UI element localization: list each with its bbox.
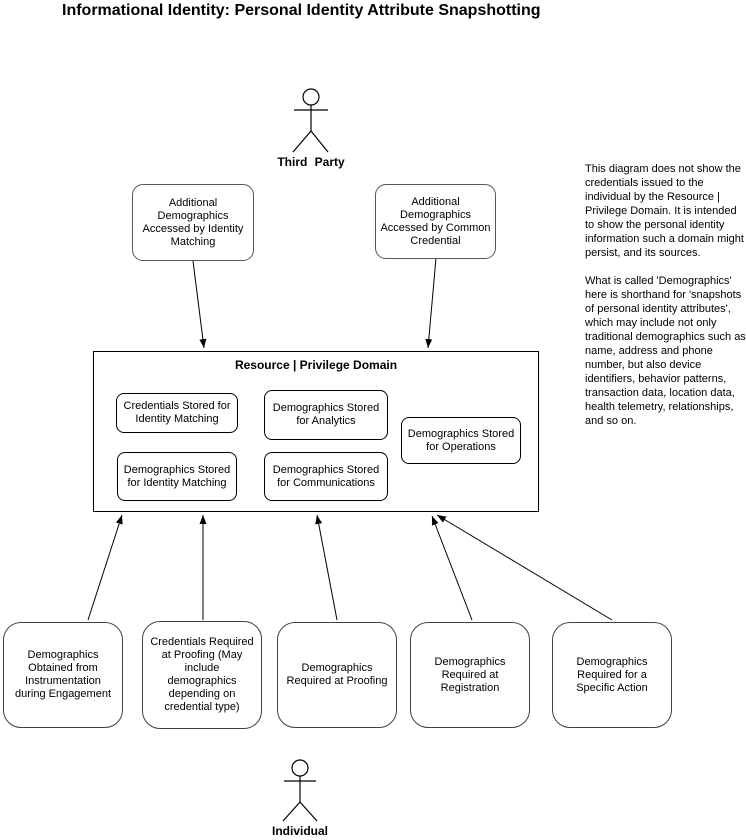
node-label: Demographics Required at Proofing — [286, 662, 388, 687]
node-label: Demographics Stored for Identity Matchin… — [123, 463, 231, 489]
domain-title: Resource | Privilege Domain — [234, 358, 398, 372]
arrow-registration-to-domain — [431, 515, 473, 621]
node-demographics-required-proofing: Demographics Required at Proofing — [277, 622, 397, 728]
arrow-demographics-proofing-to-domain — [315, 514, 338, 621]
node-label: Credentials Stored for Identity Matching — [123, 400, 231, 425]
node-additional-demographics-identity-matching: Additional Demographics Accessed by Iden… — [132, 184, 254, 261]
node-label: Demographics Required at Registration — [434, 655, 506, 694]
node-label: Demographics Obtained from Instrumentati… — [14, 649, 111, 700]
arrow-specific-action-to-domain — [436, 514, 613, 621]
resource-privilege-domain-container: Resource | Privilege Domain Credentials … — [93, 351, 539, 512]
node-demographics-required-specific-action: Demographics Required for a Specific Act… — [552, 622, 672, 728]
arrow-identity-matching-to-domain — [192, 260, 207, 349]
store-credentials-identity-matching: Credentials Stored for Identity Matching — [116, 393, 238, 433]
node-label: Demographics Stored for Analytics — [272, 402, 380, 427]
node-label: Additional Demographics Accessed by Comm… — [380, 195, 491, 247]
notes-paragraph-1: This diagram does not show the credentia… — [585, 163, 744, 259]
node-label: Demographics Stored for Communications — [272, 463, 380, 489]
node-label: Demographics Stored for Operations — [407, 427, 515, 453]
diagram-notes: This diagram does not show the credentia… — [585, 162, 746, 442]
diagram-title: Informational Identity: Personal Identit… — [62, 2, 541, 19]
node-credentials-required-proofing: Credentials Required at Proofing (May in… — [142, 621, 262, 729]
node-demographics-required-registration: Demographics Required at Registration — [410, 622, 530, 728]
store-demographics-communications: Demographics Stored for Communications — [264, 452, 388, 501]
store-demographics-identity-matching: Demographics Stored for Identity Matchin… — [117, 452, 237, 501]
arrow-instrumentation-to-domain — [87, 514, 123, 621]
arrow-common-credential-to-domain — [425, 257, 437, 349]
third-party-actor-label: Third Party — [277, 155, 345, 169]
individual-actor-label: Individual — [271, 824, 329, 838]
store-demographics-analytics: Demographics Stored for Analytics — [264, 390, 388, 440]
store-demographics-operations: Demographics Stored for Operations — [401, 417, 521, 464]
individual-actor-icon — [282, 759, 318, 822]
node-additional-demographics-common-credential: Additional Demographics Accessed by Comm… — [375, 184, 496, 259]
node-label: Demographics Required for a Specific Act… — [576, 655, 648, 694]
node-demographics-instrumentation-engagement: Demographics Obtained from Instrumentati… — [3, 622, 123, 728]
third-party-actor-icon — [292, 88, 329, 153]
notes-paragraph-2: What is called 'Demographics' here is sh… — [585, 275, 746, 427]
node-label: Additional Demographics Accessed by Iden… — [142, 196, 244, 248]
connector-arrows — [87, 257, 613, 621]
node-label: Credentials Required at Proofing (May in… — [150, 636, 254, 713]
